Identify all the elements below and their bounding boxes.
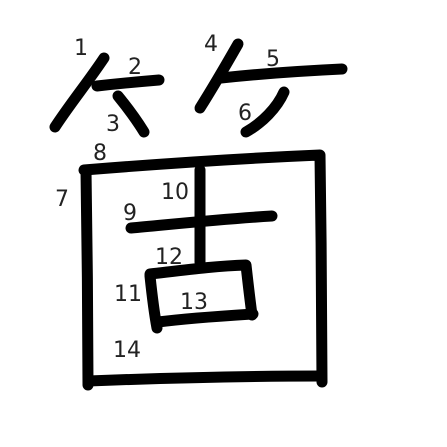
stroke-number-12: 12	[155, 245, 183, 270]
stroke-number-10: 10	[161, 180, 189, 205]
stroke-number-5: 5	[266, 47, 280, 72]
stroke-8	[78, 149, 328, 388]
stroke-number-7: 7	[55, 187, 69, 212]
stroke-13	[152, 308, 259, 328]
stroke-number-2: 2	[128, 55, 142, 80]
stroke-5	[215, 63, 348, 84]
stroke-number-1: 1	[74, 36, 88, 61]
stroke-7	[80, 164, 94, 391]
stroke-number-8: 8	[93, 141, 107, 166]
stroke-14	[82, 370, 327, 387]
character-strokes	[49, 38, 348, 391]
stroke-1	[49, 52, 110, 133]
stroke-number-6: 6	[238, 101, 252, 126]
stroke-number-14: 14	[113, 338, 141, 363]
stroke-12	[144, 259, 258, 321]
stroke-number-13: 13	[180, 290, 208, 315]
stroke-number-11: 11	[114, 282, 142, 307]
stroke-number-3: 3	[106, 112, 120, 137]
stroke-3	[112, 90, 150, 138]
stroke-6	[240, 86, 290, 138]
stroke-number-labels: 1 2 3 4 5 6 7 8 9 10 11 12 13 14	[55, 32, 280, 363]
stroke-number-9: 9	[123, 201, 137, 226]
stroke-number-4: 4	[204, 32, 218, 57]
stroke-2	[91, 74, 165, 92]
